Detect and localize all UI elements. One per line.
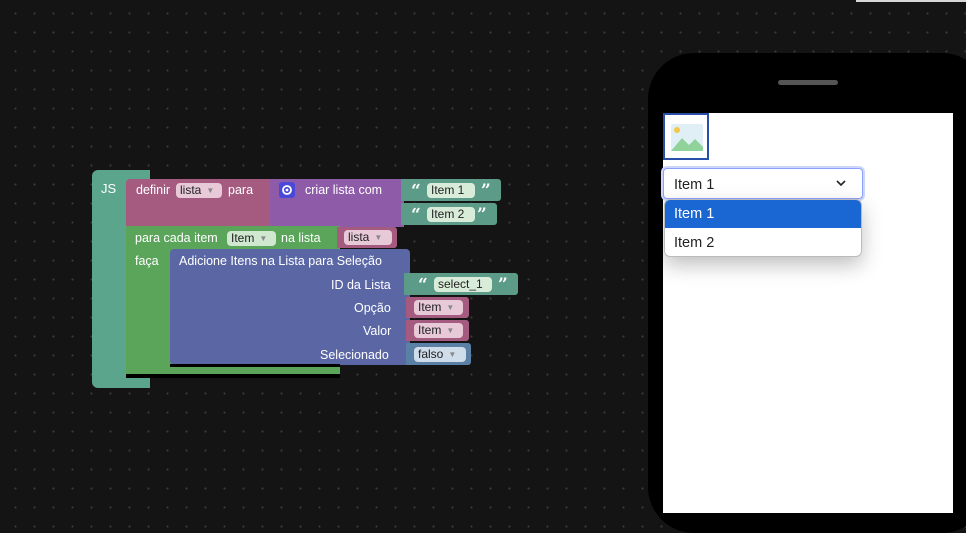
boolean-value: falso [418, 347, 444, 361]
phone-speaker [778, 80, 838, 85]
foreach-block[interactable] [126, 226, 172, 376]
add-items-block[interactable] [170, 249, 410, 365]
open-quote-icon: “ [411, 181, 421, 201]
chevron-down-icon [834, 176, 848, 195]
close-quote-icon: ” [481, 181, 491, 201]
value-var-dropdown[interactable]: Item ▼ [414, 323, 463, 338]
create-list-label: criar lista com [305, 183, 383, 197]
define-var-name: lista [180, 183, 202, 197]
foreach-var-name: Item [231, 231, 255, 245]
top-bar [0, 0, 966, 3]
option-var-dropdown[interactable]: Item ▼ [414, 300, 463, 315]
boolean-dropdown[interactable]: falso ▼ [414, 347, 466, 362]
select-option-item-1[interactable]: Item 1 [665, 200, 861, 228]
browser-tab-edge [856, 0, 966, 2]
option-label: Opção [354, 301, 391, 315]
close-quote-icon: ” [477, 205, 487, 225]
open-quote-icon: “ [411, 205, 421, 225]
gear-icon[interactable] [279, 182, 295, 198]
select-dropdown-list: Item 1 Item 2 [664, 199, 862, 257]
image-placeholder-icon[interactable] [663, 113, 709, 160]
list-var-dropdown[interactable]: lista ▼ [344, 230, 392, 245]
define-to-label: para [228, 183, 254, 197]
foreach-notch [126, 374, 340, 378]
foreach-do-label: faça [135, 254, 159, 268]
add-items-title: Adicione Itens na Lista para Seleção [179, 254, 382, 268]
close-quote-icon: ” [498, 275, 508, 295]
dropdown-arrow-icon: ▼ [446, 303, 455, 312]
add-items-shadow [170, 364, 340, 367]
value-label: Valor [363, 324, 392, 338]
dropdown-arrow-icon: ▼ [446, 326, 455, 335]
foreach-var-dropdown[interactable]: Item ▼ [227, 231, 276, 246]
foreach-block-footer [126, 364, 340, 376]
list-var-name: lista [348, 230, 370, 244]
js-label: JS [101, 181, 117, 196]
selected-label: Selecionado [320, 348, 389, 362]
dropdown-arrow-icon: ▼ [259, 234, 268, 243]
dropdown-arrow-icon: ▼ [374, 233, 383, 242]
foreach-in-list-label: na lista [281, 231, 321, 245]
list-id-label: ID da Lista [331, 278, 391, 292]
option-var-name: Item [418, 300, 442, 314]
item-1-text[interactable]: Item 1 [427, 183, 475, 198]
define-keyword: definir [136, 183, 171, 197]
foreach-label: para cada item [135, 231, 218, 245]
open-quote-icon: “ [418, 275, 428, 295]
select-current-value: Item 1 [674, 177, 715, 193]
dropdown-arrow-icon: ▼ [206, 186, 215, 195]
value-var-name: Item [418, 323, 442, 337]
define-var-dropdown[interactable]: lista ▼ [176, 183, 222, 198]
dropdown-arrow-icon: ▼ [448, 350, 457, 359]
item-2-text[interactable]: Item 2 [427, 207, 475, 222]
select-option-item-2[interactable]: Item 2 [674, 235, 715, 251]
select-id-text[interactable]: select_1 [434, 277, 492, 292]
preview-select[interactable]: Item 1 [663, 168, 863, 199]
